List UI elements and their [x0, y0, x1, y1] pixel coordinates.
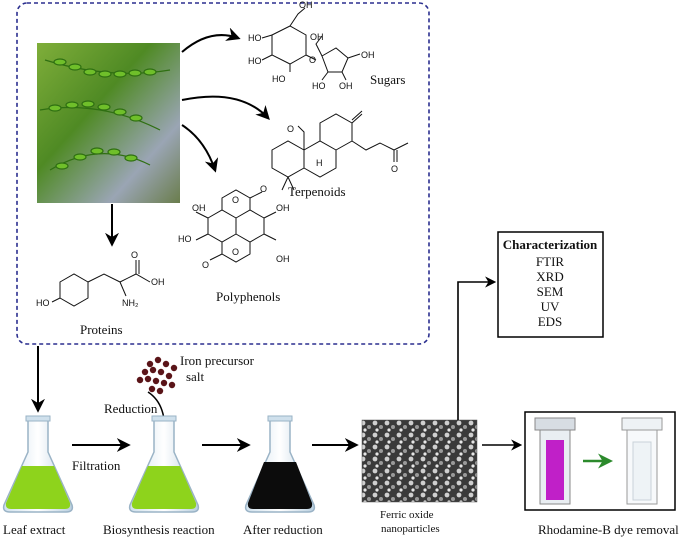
atom-oh: OH: [339, 81, 353, 91]
filtration-label: Filtration: [72, 458, 121, 473]
arrow-to-characterization: [457, 276, 497, 420]
characterization-item-sem: SEM: [537, 284, 564, 299]
after-reduction-label: After reduction: [243, 522, 323, 537]
atom-ho: HO: [36, 298, 50, 308]
proteins-label: Proteins: [80, 322, 123, 337]
atom-oh: OH: [310, 32, 324, 42]
atom-oh: OH: [276, 254, 290, 264]
atom-oh: OH: [192, 203, 206, 213]
characterization-item-eds: EDS: [538, 314, 563, 329]
atom-o: O: [202, 260, 209, 270]
sugar-labels: OH HO HO HO O OH OH OH HO: [248, 0, 375, 91]
atom-ho: HO: [248, 33, 262, 43]
clear-vial: [621, 417, 663, 505]
arrow-to-sugars: [181, 27, 241, 53]
arrow-to-polyphenols: [181, 124, 219, 173]
nanoparticles-label-2: nanoparticles: [381, 523, 440, 535]
characterization-item-uv: UV: [541, 299, 560, 314]
terpenoid-structure: [271, 110, 409, 191]
polyphenol-structure: [195, 189, 277, 263]
terpenoids-label: Terpenoids: [288, 184, 346, 199]
atom-ho: HO: [178, 234, 192, 244]
atom-ho: HO: [272, 74, 286, 84]
atom-o: O: [232, 195, 239, 205]
biosynthesis-label: Biosynthesis reaction: [103, 522, 215, 537]
biosynthesis-flask: [128, 415, 200, 513]
atom-o: O: [232, 247, 239, 257]
iron-precursor-label: Iron precursor: [180, 353, 255, 368]
rhodamine-vial: [534, 417, 576, 505]
terpenoid-labels: O H O: [287, 124, 398, 174]
protein-structure: [51, 260, 151, 307]
characterization-title: Characterization: [503, 237, 598, 252]
atom-oh: OH: [299, 0, 313, 10]
characterization-item-xrd: XRD: [536, 269, 563, 284]
leaf-extract-label: Leaf extract: [3, 522, 66, 537]
sugars-label: Sugars: [370, 72, 405, 87]
reduction-label: Reduction: [104, 401, 158, 416]
leaf-extract-flask: [2, 415, 74, 513]
dye-removal-label: Rhodamine-B dye removal: [538, 522, 679, 537]
characterization-item-ftir: FTIR: [536, 254, 565, 269]
atom-ho: HO: [312, 81, 326, 91]
atom-o: O: [131, 250, 138, 260]
iron-precursor-particles: [136, 356, 178, 395]
atom-oh: OH: [151, 277, 165, 287]
plant-extract-box: [16, 2, 430, 345]
atom-nh2: NH₂: [122, 298, 139, 308]
atom-o: O: [391, 164, 398, 174]
atom-o: O: [287, 124, 294, 134]
after-reduction-flask: [244, 415, 316, 513]
polyphenols-label: Polyphenols: [216, 289, 280, 304]
arrow-to-terpenoids: [181, 95, 270, 121]
characterization-box: [497, 231, 604, 338]
nanoparticles-label: Ferric oxide: [380, 509, 434, 521]
sugar-structure: [261, 7, 361, 81]
atom-h: H: [316, 158, 323, 168]
atom-o: O: [260, 184, 267, 194]
sem-image: [361, 419, 478, 503]
polyphenol-labels: OH HO O O OH OH O O: [178, 184, 290, 270]
protein-labels: O OH NH₂ HO: [36, 250, 165, 308]
iron-precursor-salt-label: salt: [186, 369, 204, 384]
leaf-photo: [37, 43, 180, 203]
atom-ho: HO: [248, 56, 262, 66]
atom-oh: OH: [276, 203, 290, 213]
atom-oh: OH: [361, 50, 375, 60]
atom-o: O: [309, 55, 316, 65]
